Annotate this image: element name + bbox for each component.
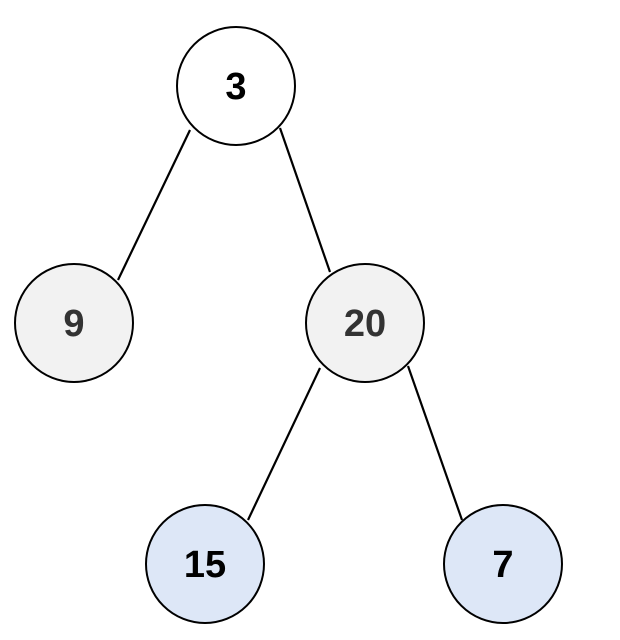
- node-label-15: 15: [184, 544, 226, 586]
- tree-node-20: 20: [305, 263, 425, 383]
- tree-node-15: 15: [145, 504, 265, 624]
- node-label-20: 20: [344, 303, 386, 345]
- edge-20-to-7: [406, 365, 464, 521]
- edge-20-to-15: [247, 367, 321, 521]
- node-label-9: 9: [63, 303, 84, 345]
- edge-3-to-20: [278, 127, 332, 273]
- tree-node-3: 3: [176, 26, 296, 146]
- tree-node-7: 7: [443, 504, 563, 624]
- edge-3-to-9: [117, 129, 191, 281]
- node-label-7: 7: [492, 544, 513, 586]
- tree-edges: [117, 127, 464, 521]
- tree-node-9: 9: [14, 263, 134, 383]
- node-label-3: 3: [225, 66, 246, 108]
- tree-nodes: 3 9 20 15 7: [14, 26, 563, 624]
